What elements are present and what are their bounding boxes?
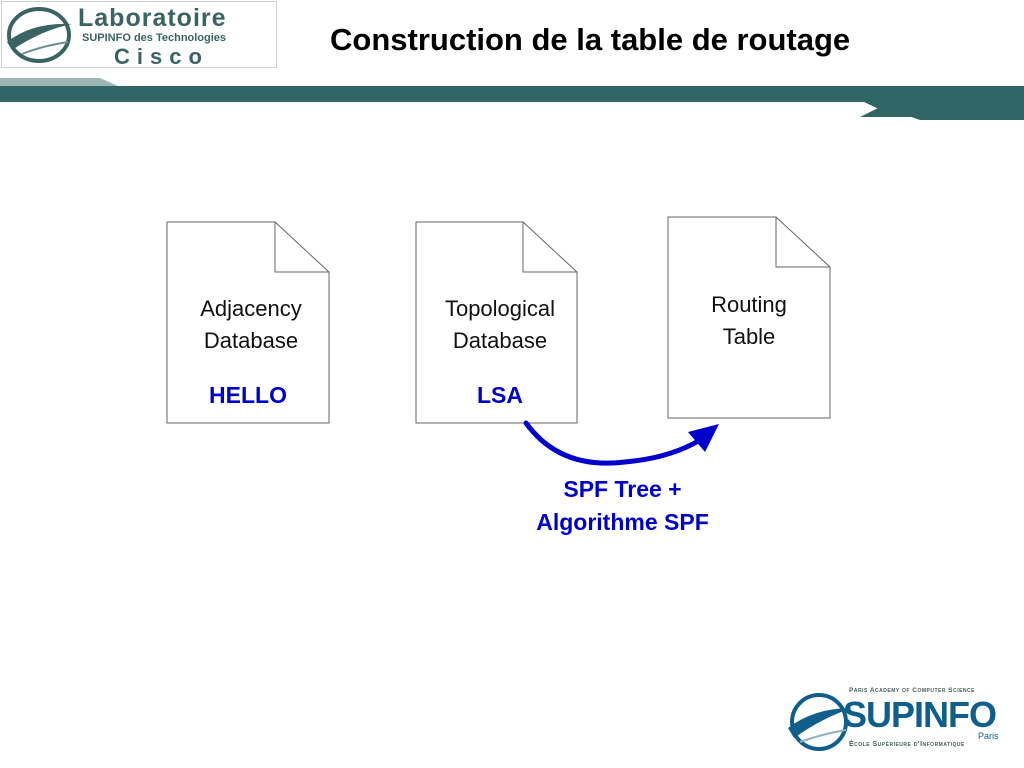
doc-2-title-line-1: Topological: [444, 296, 556, 321]
supinfo-tagline-bottom: École Supérieure d'Informatique: [849, 741, 965, 748]
page-title: Construction de la table de routage: [330, 22, 851, 57]
doc-3-title: Routing Table: [668, 289, 830, 353]
logo-line-1: Laboratoire: [78, 4, 227, 32]
globe-swoosh-icon: [788, 693, 852, 751]
spf-label-line-1: SPF Tree +: [563, 476, 682, 502]
doc-2-title-line-2: Database: [452, 328, 548, 353]
spf-label-line-2: Algorithme SPF: [536, 509, 709, 535]
globe-swoosh-icon: [7, 7, 72, 63]
doc-1-title: Adjacency Database: [167, 293, 335, 357]
document-adjacency-database: [166, 221, 330, 424]
document-routing-table: [667, 216, 831, 419]
laboratoire-cisco-logo: Laboratoire SUPINFO des Technologies Cis…: [1, 1, 277, 69]
document-topological-database: [415, 221, 578, 424]
header-band: [0, 70, 1024, 120]
supinfo-tagline-top: Paris Academy of Computer Science: [849, 687, 975, 694]
supinfo-city: Paris: [978, 731, 999, 741]
spf-label: SPF Tree + Algorithme SPF: [490, 473, 755, 539]
supinfo-logo: Paris Academy of Computer Science SUPINF…: [786, 684, 1010, 758]
doc-2-subtitle: LSA: [477, 382, 523, 408]
doc-2-title: Topological Database: [416, 293, 584, 357]
logo-line-2: SUPINFO des Technologies: [82, 32, 227, 44]
doc-3-title-line-1: Routing: [711, 292, 787, 317]
doc-1-subtitle: HELLO: [209, 382, 287, 408]
logo-line-3: Cisco: [114, 44, 209, 69]
supinfo-brand: SUPINFO: [843, 694, 997, 735]
doc-1-title-line-1: Adjacency: [200, 296, 302, 321]
spf-arrow: [523, 420, 719, 466]
doc-1-title-line-2: Database: [203, 328, 299, 353]
doc-3-title-line-2: Table: [722, 324, 776, 349]
